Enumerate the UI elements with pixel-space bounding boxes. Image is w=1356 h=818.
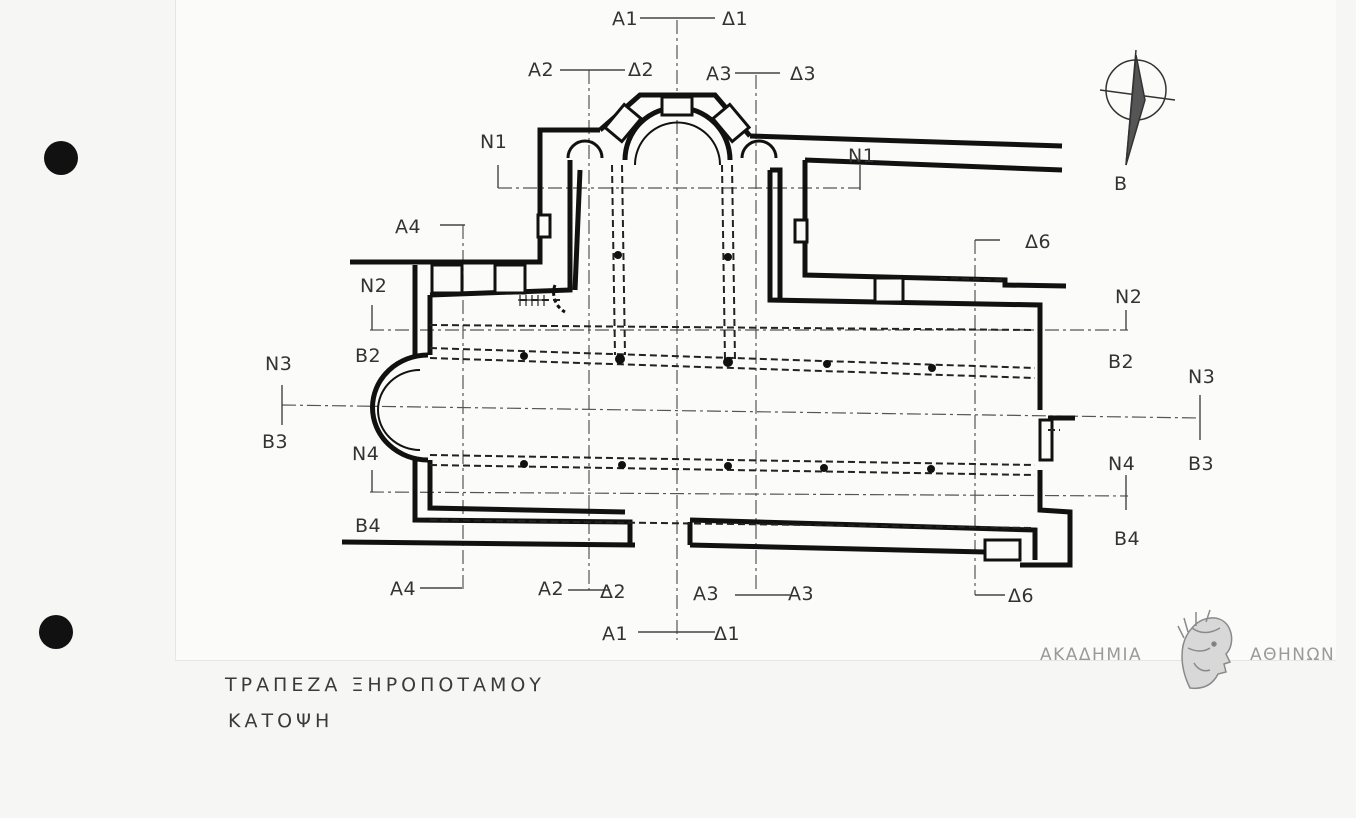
label-n2-right: Ν2 [1115,286,1142,308]
label-a2-bottom: Α2 [538,578,564,600]
north-label: Β [1114,173,1128,195]
label-n1-right: Ν1 [848,145,875,167]
label-a4-bottom: Α4 [390,578,416,600]
academy-name-right: ΑΘΗΝΩΝ [1250,645,1336,665]
section-ticks [281,17,1201,633]
label-n1-left: Ν1 [480,131,507,153]
label-d6-top: Δ6 [1025,231,1051,253]
label-b2-right: Β2 [1108,351,1134,373]
label-b4-right: Β4 [1114,528,1140,550]
columns [520,251,936,473]
label-b4-left: Β4 [355,515,381,537]
label-a3-top: Α3 [706,63,732,85]
label-d1-top: Δ1 [722,8,748,30]
label-a4-top: Α4 [395,216,421,238]
binder-hole-bottom [39,615,73,649]
vault-lines [429,164,1060,529]
binder-hole-top [44,141,78,175]
label-n3-right: Ν3 [1188,366,1215,388]
label-d2-top: Δ2 [628,59,654,81]
piers [430,95,1054,562]
label-d6-bottom: Δ6 [1008,585,1034,607]
label-b2-left: Β2 [355,345,381,367]
label-a3-bottom-right: Α3 [788,583,814,605]
drawing-title: ΤΡΑΠΕΖΑ ΞΗΡΟΠΟΤΑΜΟΥ [225,674,545,696]
academy-name-left: ΑΚΑΔΗΜΙΑ [1040,645,1143,665]
north-arrow-icon [1099,49,1176,166]
label-d3-top: Δ3 [790,63,816,85]
label-d2-bottom: Δ2 [600,581,626,603]
label-a1-bottom: Α1 [602,623,628,645]
section-label-group: Α1 Δ1 Α2 Δ2 Α3 Δ3 Ν1 Ν1 Α4 Δ6 Ν2 Ν2 Β2 Β… [262,8,1215,645]
label-b3-left: Β3 [262,431,288,453]
label-a2-top: Α2 [528,59,554,81]
label-n4-left: Ν4 [352,443,379,465]
walls [341,127,1075,568]
drawing-subtitle: ΚΑΤΟΨΗ [228,710,334,732]
label-n2-left: Ν2 [360,275,387,297]
label-n4-right: Ν4 [1108,453,1135,475]
label-a3-bottom-left: Α3 [693,583,719,605]
label-b3-right: Β3 [1188,453,1214,475]
west-apse [370,352,429,463]
label-d1-bottom: Δ1 [714,623,740,645]
label-a1-top: Α1 [612,8,638,30]
stair-hatch [518,295,548,306]
side-niches [552,139,778,314]
label-n3-left: Ν3 [265,353,292,375]
athena-head-icon [1177,609,1233,690]
